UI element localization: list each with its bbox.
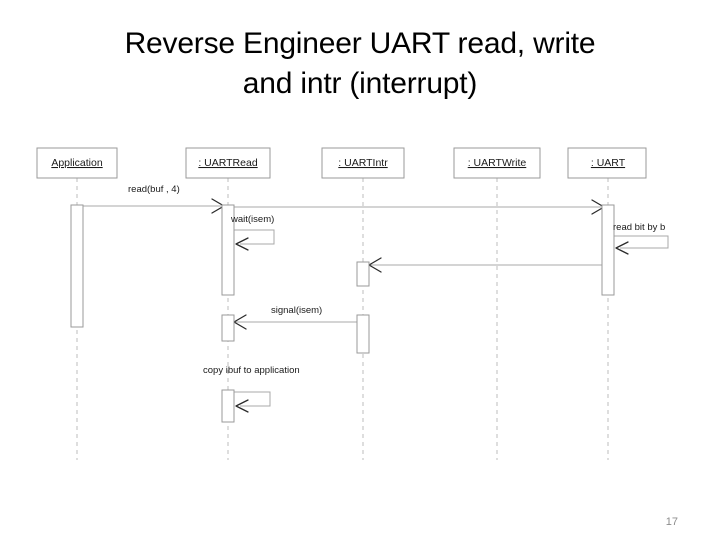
message-line-copy-ibuf bbox=[234, 391, 271, 407]
lifeline-label-application: Application bbox=[51, 157, 103, 169]
lifeline-label-uartintr: : UARTIntr bbox=[338, 157, 388, 169]
message-label-wait-isem: wait(isem) bbox=[230, 214, 274, 225]
lifeline-headers: Application : UARTRead : UARTIntr : UART… bbox=[36, 147, 647, 179]
activation-bar-application bbox=[70, 204, 84, 328]
activation-bar-uartintr-1 bbox=[356, 261, 370, 287]
message-labels: read(buf , 4) wait(isem) read bit by b s… bbox=[128, 184, 665, 376]
lifeline-dashes bbox=[76, 178, 609, 460]
lifeline-label-uartread: : UARTRead bbox=[198, 157, 257, 169]
page-title: Reverse Engineer UART read, write and in… bbox=[40, 24, 680, 103]
message-arrowhead-wait-isem bbox=[235, 237, 249, 251]
lifeline-label-uart: : UART bbox=[591, 157, 626, 169]
page-title-line-1: Reverse Engineer UART read, write bbox=[124, 27, 596, 60]
lifeline-header-uart[interactable]: : UART bbox=[567, 147, 647, 179]
activation-bars bbox=[70, 204, 615, 423]
activation-bar-uart bbox=[601, 204, 615, 296]
lifeline-header-uartintr[interactable]: : UARTIntr bbox=[321, 147, 405, 179]
message-lines bbox=[83, 198, 669, 413]
page-number: 17 bbox=[665, 516, 678, 528]
page-title-line-2: and intr (interrupt) bbox=[242, 66, 478, 100]
lifeline-header-uartread[interactable]: : UARTRead bbox=[185, 147, 271, 179]
message-label-read-bit-by-bit: read bit by b bbox=[613, 222, 665, 233]
lifeline-header-uartwrite[interactable]: : UARTWrite bbox=[453, 147, 541, 179]
activation-bar-uartread-2 bbox=[221, 314, 235, 342]
message-line-read-bit-by-bit bbox=[614, 235, 669, 249]
message-line-wait-isem bbox=[234, 229, 275, 245]
message-arrowhead-read-bit-by-bit bbox=[615, 241, 629, 255]
message-label-copy-ibuf: copy ibuf to application bbox=[203, 365, 300, 376]
activation-bar-uartintr-2 bbox=[356, 314, 370, 354]
message-label-read-call: read(buf , 4) bbox=[128, 184, 180, 195]
lifeline-header-application[interactable]: Application bbox=[36, 147, 118, 179]
activation-bar-uartread-3 bbox=[221, 389, 235, 423]
activation-bar-uartread-1 bbox=[221, 204, 235, 296]
message-label-signal-isem: signal(isem) bbox=[271, 305, 322, 316]
message-arrowhead-copy-ibuf bbox=[235, 399, 249, 413]
lifeline-label-uartwrite: : UARTWrite bbox=[468, 157, 527, 169]
